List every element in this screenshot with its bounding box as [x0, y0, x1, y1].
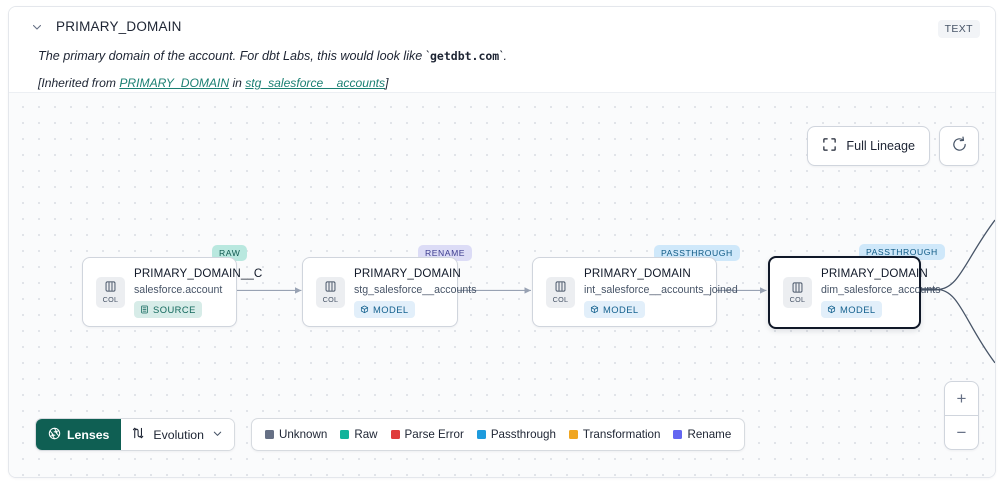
- zoom-out-button[interactable]: −: [956, 422, 967, 442]
- column-icon: [104, 280, 117, 293]
- node-type-tag: SOURCE: [134, 300, 202, 318]
- aperture-icon: [48, 427, 61, 443]
- page-title: PRIMARY_DOMAIN: [56, 19, 182, 34]
- column-chip-label: COL: [322, 294, 339, 304]
- column-icon: [554, 280, 567, 293]
- legend-swatch: [390, 430, 400, 439]
- legend-swatch: [340, 430, 350, 439]
- evolution-icon: [131, 426, 145, 443]
- legend-label: Rename: [687, 428, 732, 441]
- lineage-node-raw[interactable]: COL PRIMARY_DOMAIN__C salesforce.account: [82, 257, 263, 327]
- column-chip: COL: [783, 277, 812, 308]
- node-type-tag: MODEL: [821, 301, 882, 318]
- bottom-toolbar: Lenses Evolution: [35, 418, 746, 451]
- node-type-tag-label: MODEL: [373, 303, 409, 315]
- column-chip: COL: [546, 276, 575, 308]
- node-table-name: dim_salesforce_accounts: [821, 284, 941, 296]
- lenses-button[interactable]: Lenses: [36, 419, 122, 450]
- inherited-column-link[interactable]: PRIMARY_DOMAIN: [119, 76, 230, 90]
- lineage-legend: Unknown Raw Parse Error Passthrough Tran…: [250, 418, 746, 451]
- type-badge: TEXT: [937, 20, 980, 38]
- legend-swatch: [673, 430, 683, 439]
- chevron-down-icon[interactable]: [31, 21, 43, 33]
- lenses-segmented-control: Lenses Evolution: [35, 418, 235, 451]
- node-table-name: stg_salesforce__accounts: [354, 283, 477, 296]
- node-column-name: PRIMARY_DOMAIN: [584, 266, 691, 280]
- chevron-down-icon: [212, 428, 223, 442]
- inherited-middle: in: [229, 76, 246, 90]
- column-chip-label: COL: [552, 294, 569, 304]
- lineage-node-rename[interactable]: COL PRIMARY_DOMAIN stg_salesforce__accou…: [302, 257, 477, 327]
- column-icon: [791, 281, 804, 294]
- legend-label: Passthrough: [490, 428, 556, 441]
- column-detail-panel: PRIMARY_DOMAIN TEXT The primary domain o…: [8, 6, 996, 478]
- cube-icon: [827, 305, 836, 314]
- cube-icon: [360, 305, 369, 314]
- column-chip: COL: [316, 276, 345, 308]
- legend-label: Transformation: [582, 428, 661, 441]
- lineage-node-passthrough[interactable]: COL PRIMARY_DOMAIN int_salesforce__accou…: [532, 257, 738, 327]
- node-type-tag-label: SOURCE: [153, 303, 196, 315]
- description-text-post: `.: [499, 49, 507, 63]
- legend-label: Unknown: [278, 428, 328, 441]
- zoom-in-button[interactable]: +: [945, 382, 978, 416]
- node-column-name: PRIMARY_DOMAIN: [821, 267, 928, 280]
- full-lineage-label: Full Lineage: [846, 139, 915, 153]
- full-lineage-button[interactable]: Full Lineage: [807, 126, 930, 166]
- legend-item: Passthrough: [476, 428, 556, 441]
- legend-swatch: [476, 430, 486, 439]
- panel-header: PRIMARY_DOMAIN TEXT The primary domain o…: [9, 7, 995, 91]
- inherited-prefix: [Inherited from: [38, 76, 120, 90]
- database-icon: [140, 305, 149, 314]
- lenses-label: Lenses: [67, 427, 110, 442]
- inherited-from-line: [Inherited from PRIMARY_DOMAIN in stg_sa…: [38, 76, 388, 90]
- node-type-tag-label: MODEL: [603, 303, 639, 315]
- canvas-toolbar: Full Lineage: [807, 126, 979, 166]
- description-code: getdbt.com: [430, 49, 500, 63]
- column-chip-label: COL: [102, 294, 119, 304]
- cube-icon: [590, 305, 599, 314]
- description-text-pre: The primary domain of the account. For d…: [38, 49, 430, 63]
- expand-icon: [822, 137, 837, 155]
- legend-label: Raw: [354, 428, 378, 441]
- evolution-dropdown[interactable]: Evolution: [121, 419, 234, 450]
- column-icon: [324, 280, 337, 293]
- node-type-tag-label: MODEL: [840, 304, 876, 315]
- evolution-label: Evolution: [153, 427, 204, 442]
- node-column-name: PRIMARY_DOMAIN__C: [134, 266, 263, 280]
- node-table-name: salesforce.account: [134, 283, 223, 296]
- column-chip-label: COL: [789, 295, 806, 305]
- lineage-node-selected[interactable]: COL PRIMARY_DOMAIN dim_salesforce_accoun…: [768, 256, 941, 329]
- column-chip: COL: [96, 276, 125, 308]
- legend-swatch: [264, 430, 274, 439]
- node-type-tag: MODEL: [354, 300, 415, 318]
- legend-item: Rename: [673, 428, 731, 441]
- inherited-suffix: ]: [385, 76, 389, 90]
- legend-item: Raw: [340, 428, 378, 441]
- inherited-table-link[interactable]: stg_salesforce__accounts: [245, 76, 386, 90]
- node-table-name: int_salesforce__accounts_joined: [584, 283, 738, 296]
- zoom-controls: + −: [944, 381, 979, 450]
- legend-item: Unknown: [264, 428, 328, 441]
- refresh-icon: [951, 136, 968, 156]
- legend-swatch: [568, 430, 578, 439]
- node-type-tag: MODEL: [584, 300, 645, 318]
- refresh-button[interactable]: [939, 126, 979, 166]
- header-title-row: PRIMARY_DOMAIN: [31, 19, 182, 34]
- node-column-name: PRIMARY_DOMAIN: [354, 266, 461, 280]
- legend-item: Parse Error: [390, 428, 464, 441]
- column-description: The primary domain of the account. For d…: [38, 49, 507, 63]
- lineage-canvas[interactable]: RAW COL PRIMARY_DOMAIN__C salesforce.a: [9, 92, 995, 477]
- legend-label: Parse Error: [404, 428, 464, 441]
- legend-item: Transformation: [568, 428, 661, 441]
